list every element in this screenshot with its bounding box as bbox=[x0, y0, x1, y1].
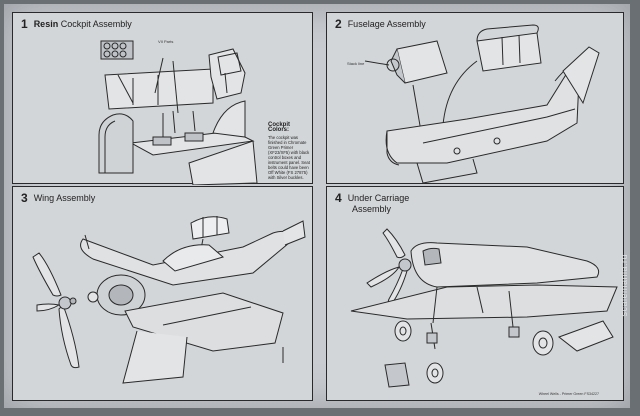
step-subtitle-text: Assembly bbox=[352, 204, 392, 214]
fuselage-halves bbox=[386, 65, 579, 183]
step-title-text: Under Carriage bbox=[347, 193, 410, 203]
aircraft-body bbox=[351, 243, 617, 351]
wheels bbox=[385, 321, 553, 387]
step-1-title: 1 Resin Cockpit Assembly bbox=[21, 17, 132, 31]
pilot-seat bbox=[209, 49, 245, 99]
step-title-text: Cockpit Assembly bbox=[60, 19, 132, 29]
upper-wing-fuselage bbox=[81, 221, 305, 285]
engine-cowl bbox=[88, 275, 145, 315]
engine-block bbox=[387, 41, 447, 83]
panel-wing-assembly: 3 Wing Assembly bbox=[12, 186, 313, 401]
propeller bbox=[367, 229, 411, 305]
cockpit-tub bbox=[477, 25, 541, 71]
watermark: scalemania.ru bbox=[619, 254, 629, 317]
canopy bbox=[191, 216, 229, 239]
step-number: 2 bbox=[335, 17, 342, 31]
cockpit-colors-heading: Cockpit Colors: bbox=[268, 122, 291, 133]
cockpit-colors-note: Cockpit Colors: The cockpit was finished… bbox=[268, 122, 312, 180]
panel-undercarriage-assembly: 4 Under Carriage Assembly bbox=[326, 186, 624, 401]
landing-gear bbox=[427, 287, 519, 349]
undercarriage-diagram bbox=[327, 187, 625, 402]
step-title-bold: Resin bbox=[33, 19, 59, 29]
step-title-text: Wing Assembly bbox=[33, 193, 96, 203]
panel-cockpit-assembly: 1 Resin Cockpit Assembly VII Parts bbox=[12, 12, 314, 185]
wing-diagram bbox=[13, 187, 314, 402]
step-number: 1 bbox=[21, 17, 28, 31]
step-number: 3 bbox=[21, 191, 28, 205]
lower-wing bbox=[123, 293, 283, 383]
cockpit-diagram bbox=[13, 13, 314, 185]
instruction-sheet: 1 Resin Cockpit Assembly VII Parts bbox=[4, 4, 630, 408]
wheel-wells-note: Wheel Wells - Primer Green FS34227 bbox=[538, 392, 599, 396]
cockpit-colors-body: The cockpit was finished in Chromate Gre… bbox=[268, 135, 310, 180]
stack-line-label: Stack line bbox=[347, 61, 365, 66]
panel-fuselage-assembly: 2 Fuselage Assembly Stack line bbox=[326, 12, 624, 184]
step-4-title: 4 Under Carriage Assembly bbox=[335, 191, 409, 214]
step-title-text: Fuselage Assembly bbox=[347, 19, 426, 29]
step-3-title: 3 Wing Assembly bbox=[21, 191, 95, 205]
vii-parts-label: VII Parts bbox=[158, 39, 174, 44]
fuselage-diagram bbox=[327, 13, 625, 185]
propeller bbox=[33, 253, 79, 368]
step-number: 4 bbox=[335, 191, 342, 205]
step-2-title: 2 Fuselage Assembly bbox=[335, 17, 426, 31]
resin-parts-tree bbox=[101, 41, 133, 59]
